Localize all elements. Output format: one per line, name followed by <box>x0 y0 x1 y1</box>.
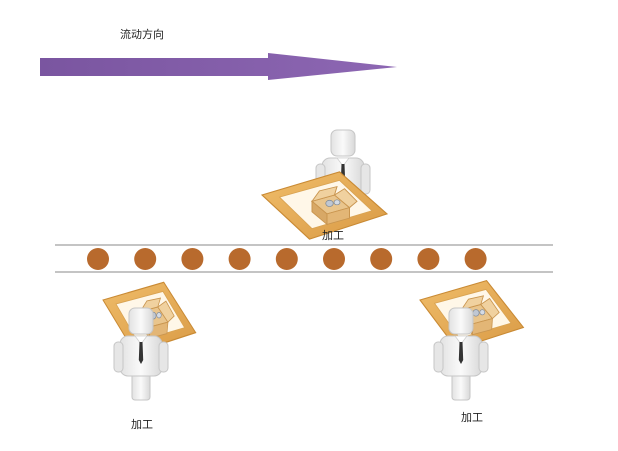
station-label-bottom-left: 加工 <box>131 418 153 431</box>
flow-direction-arrow <box>40 53 397 80</box>
station-bottom-right <box>416 275 527 401</box>
station-top <box>261 129 388 240</box>
conveyor-item <box>370 248 393 270</box>
conveyor-item <box>181 248 204 270</box>
conveyor-item <box>323 248 345 270</box>
conveyor-item <box>464 248 487 270</box>
conveyor-item <box>275 248 298 270</box>
station-label-top: 加工 <box>322 229 344 242</box>
station-label-bottom-right: 加工 <box>461 411 483 424</box>
conveyor-item <box>228 248 251 270</box>
conveyor-items <box>87 248 487 270</box>
conveyor-item <box>134 248 157 270</box>
conveyor-item <box>87 248 109 270</box>
conveyor-item <box>417 248 440 270</box>
flow-direction-label: 流动方向 <box>120 28 164 41</box>
station-bottom-left <box>98 274 201 401</box>
